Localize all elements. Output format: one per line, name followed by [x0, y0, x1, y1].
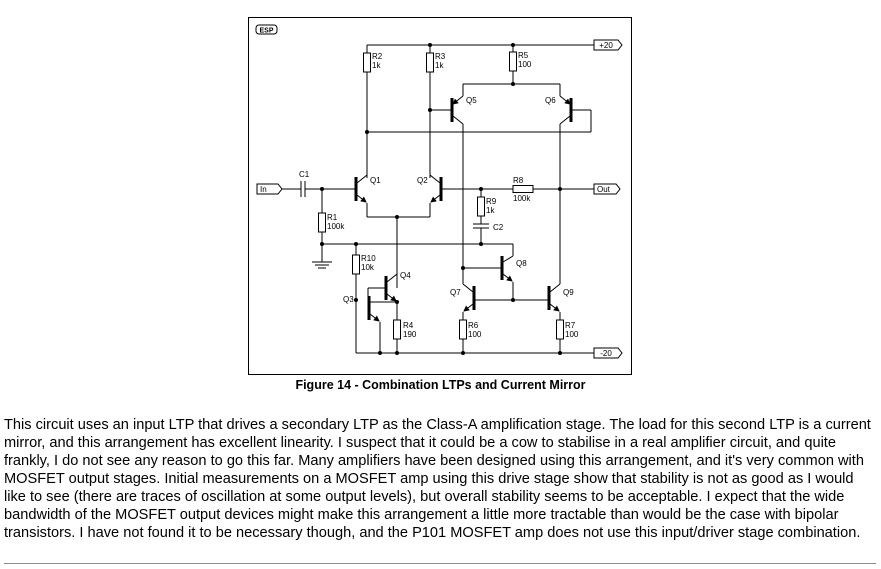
- c1-ref: C1: [299, 170, 310, 179]
- port-out-label: Out: [597, 185, 611, 194]
- transistor-q9: Q9: [547, 280, 574, 320]
- resistor-r10: R10 10k: [352, 244, 376, 300]
- capacitor-c2: C2: [473, 223, 504, 244]
- divider: [4, 563, 876, 564]
- capacitor-c1: C1: [299, 170, 355, 197]
- q7-ref: Q7: [450, 288, 461, 297]
- esp-logo: ESP: [255, 24, 278, 35]
- q4-ref: Q4: [400, 271, 411, 280]
- r3-ref: R3: [435, 52, 446, 61]
- circuit-schematic: ESP +20 -20 R2 1k R3 1k R: [248, 17, 632, 375]
- transistor-q4: Q4: [367, 271, 411, 320]
- ground-icon: [312, 261, 332, 269]
- resistor-r7: R7 100: [556, 319, 579, 355]
- r9-value: 1k: [486, 206, 495, 215]
- port-in-label: In: [260, 185, 267, 194]
- transistor-q6: Q6: [365, 95, 592, 280]
- r7-ref: R7: [565, 321, 576, 330]
- q1-ref: Q1: [370, 176, 381, 185]
- q2-ref: Q2: [417, 176, 428, 185]
- r2-value: 1k: [372, 61, 381, 70]
- q6-ref: Q6: [545, 96, 556, 105]
- r3-value: 1k: [435, 61, 444, 70]
- r9-ref: R9: [486, 197, 497, 206]
- q8-ref: Q8: [516, 259, 527, 268]
- resistor-r8: R8 100k: [512, 176, 594, 203]
- transistor-q3: Q3: [343, 295, 382, 355]
- c2-ref: C2: [493, 223, 504, 232]
- resistor-r3: R3 1k: [426, 45, 446, 178]
- transistor-q7: Q7: [450, 272, 549, 320]
- r8-value: 100k: [513, 194, 531, 203]
- transistor-q8: Q8: [461, 255, 527, 300]
- logo-text: ESP: [259, 28, 273, 35]
- r6-value: 100: [468, 330, 482, 339]
- positive-rail: +20: [367, 39, 623, 51]
- r8-ref: R8: [513, 176, 524, 185]
- resistor-r4: R4 190: [393, 319, 417, 353]
- r4-value: 190: [403, 330, 417, 339]
- output-port: Out: [593, 183, 621, 195]
- resistor-r5: R5 100: [462, 45, 561, 96]
- r2-ref: R2: [372, 52, 383, 61]
- q9-ref: Q9: [563, 288, 574, 297]
- r4-ref: R4: [403, 321, 414, 330]
- q5-ref: Q5: [466, 96, 477, 105]
- port-pos-label: +20: [599, 41, 613, 50]
- description-paragraph: This circuit uses an input LTP that driv…: [4, 417, 871, 541]
- input-port: In: [256, 183, 301, 195]
- resistor-r9: R9 1k: [477, 189, 497, 224]
- figure-caption: Figure 14 - Combination LTPs and Current…: [295, 378, 586, 392]
- port-neg-label: -20: [600, 349, 612, 358]
- r5-value: 100: [518, 60, 532, 69]
- resistor-r2: R2 1k: [363, 45, 383, 178]
- transistor-q2: Q2: [417, 174, 513, 203]
- r1-value: 100k: [327, 222, 345, 231]
- r6-ref: R6: [468, 321, 479, 330]
- r7-value: 100: [565, 330, 579, 339]
- r5-ref: R5: [518, 51, 529, 60]
- transistor-q1: Q1: [354, 174, 381, 203]
- resistor-r6: R6 100: [459, 319, 482, 353]
- r10-ref: R10: [361, 254, 376, 263]
- r10-value: 10k: [361, 263, 375, 272]
- transistor-q5: Q5: [428, 95, 477, 272]
- q3-ref: Q3: [343, 295, 354, 304]
- r1-ref: R1: [327, 213, 338, 222]
